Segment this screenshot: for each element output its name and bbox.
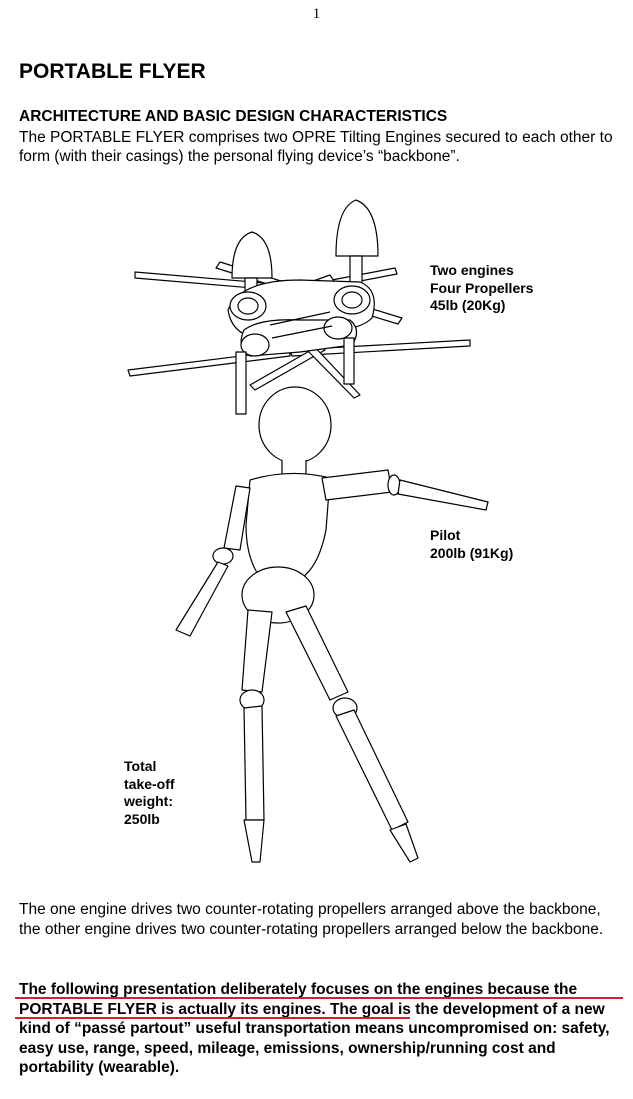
pilot-torso — [245, 472, 331, 581]
pilot-head — [258, 386, 332, 464]
total-weight-label: Total take-off weight: 250lb — [124, 758, 175, 828]
intro-paragraph: The PORTABLE FLYER comprises two OPRE Ti… — [19, 129, 613, 165]
engines-paragraph: The one engine drives two counter-rotati… — [19, 901, 604, 938]
section-heading: ARCHITECTURE AND BASIC DESIGN CHARACTERI… — [19, 108, 448, 125]
page-title: PORTABLE FLYER — [19, 60, 206, 83]
propellers-label-line: Four Propellers — [430, 279, 534, 296]
total-label-line-1: Total — [124, 758, 157, 774]
engines-label-line: Two engines — [430, 262, 514, 278]
engines-weight-line: 45lb (20Kg) — [430, 297, 506, 313]
portable-flyer-illustration — [127, 199, 489, 863]
pilot-label-line: Pilot — [430, 527, 461, 543]
focus-paragraph: The following presentation deliberately … — [19, 981, 610, 1076]
engines-label: Two engines Four Propellers 45lb (20Kg) — [430, 262, 533, 315]
pilot-label: Pilot 200lb (91Kg) — [430, 527, 513, 562]
total-label-line-3: weight: — [124, 793, 173, 809]
red-underline-2 — [15, 1017, 410, 1019]
left-spinner — [231, 231, 273, 279]
pilot-weight-line: 200lb (91Kg) — [430, 544, 514, 561]
red-underline-1 — [15, 997, 623, 999]
total-label-line-2: take-off — [124, 775, 175, 792]
right-spinner — [335, 199, 379, 257]
total-weight-value: 250lb — [124, 810, 160, 827]
engine-casings — [227, 279, 375, 357]
page-number: 1 — [312, 6, 321, 22]
